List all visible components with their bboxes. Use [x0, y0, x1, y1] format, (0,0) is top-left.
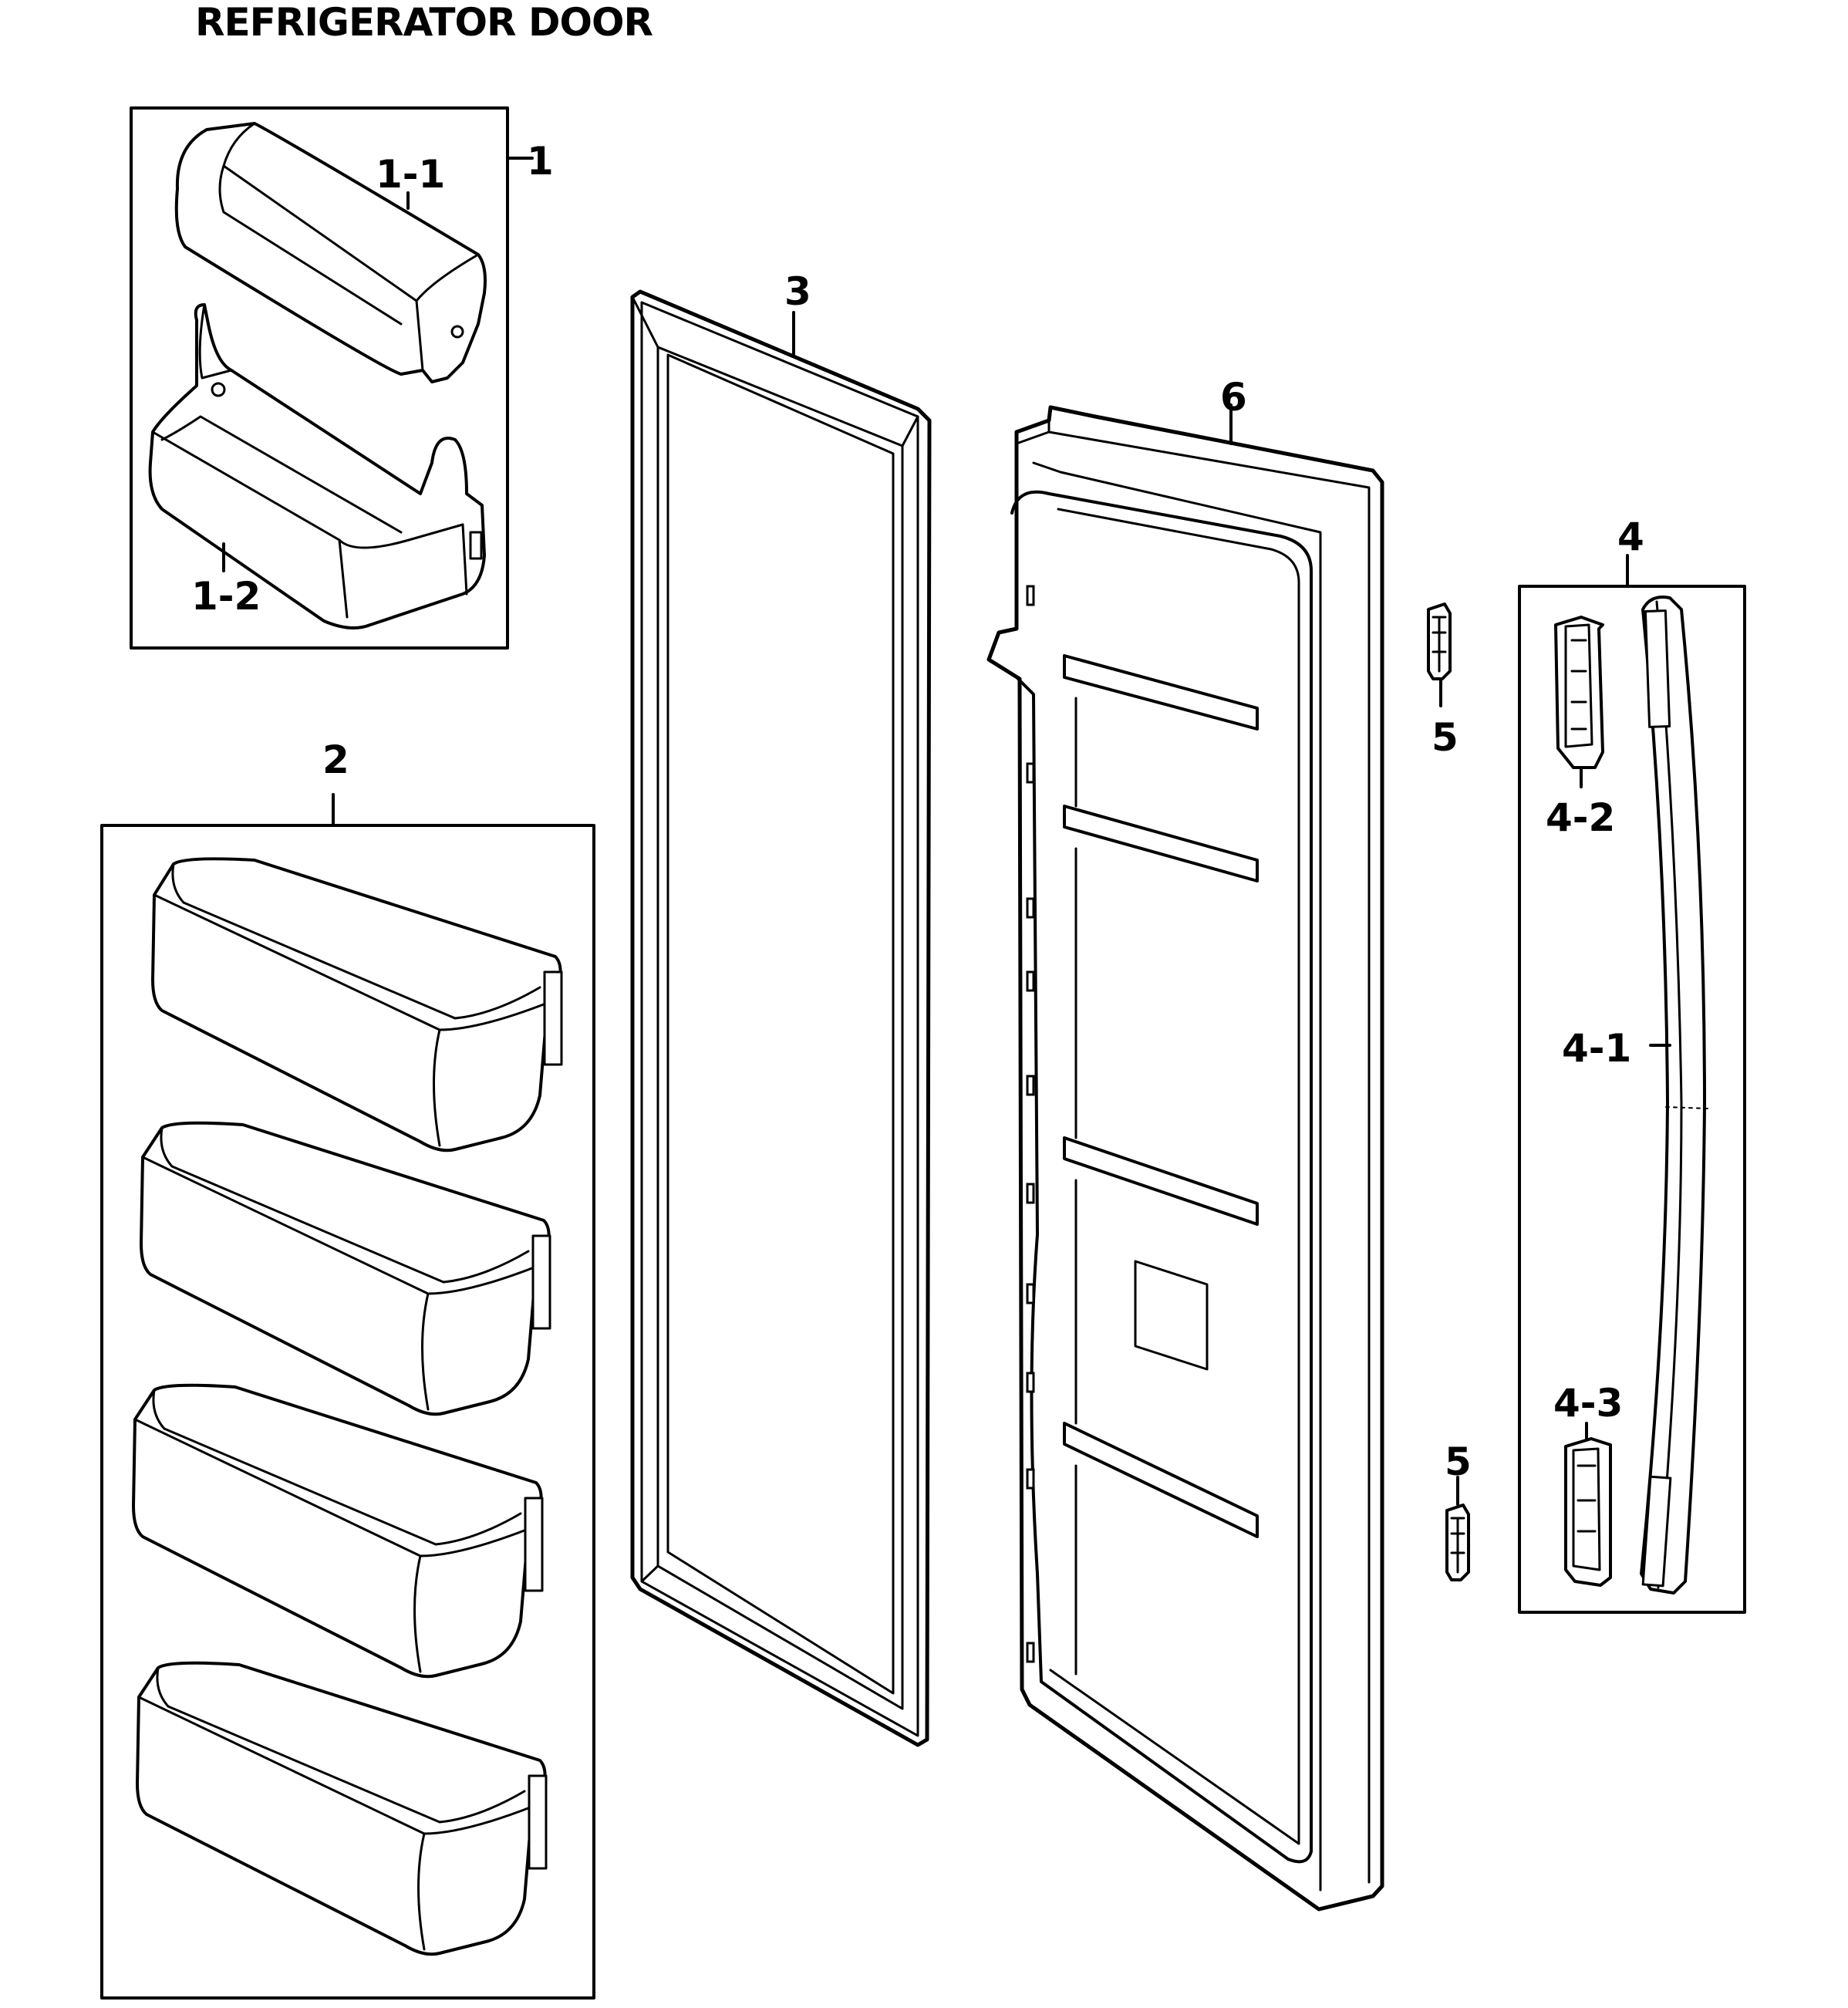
part-2-door-bin-b[interactable]: [140, 1121, 551, 1416]
callout-4-2: 4-2: [1546, 795, 1615, 840]
part-3-door-gasket[interactable]: [630, 289, 932, 1747]
callout-6: 6: [1220, 375, 1247, 420]
callout-1-2: 1-2: [191, 574, 261, 619]
part-6-door-liner[interactable]: [986, 403, 1384, 1912]
part-2-door-bin-c[interactable]: [132, 1383, 544, 1679]
callout-4-1: 4-1: [1562, 1026, 1631, 1071]
page-title: REFRIGERATOR DOOR: [195, 0, 653, 45]
callout-4-3: 4-3: [1553, 1381, 1623, 1426]
part-2-door-bin-a[interactable]: [151, 857, 563, 1152]
callout-1-1: 1-1: [376, 152, 445, 197]
part-4-3-handle-bottom-cap[interactable]: [1564, 1422, 1612, 1587]
part-5-top-clip[interactable]: [1427, 602, 1452, 707]
callout-4: 4: [1617, 515, 1644, 559]
callout-3: 3: [784, 269, 811, 314]
part-4-2-handle-top-cap[interactable]: [1554, 616, 1604, 788]
group-4-box: [1518, 554, 1746, 1614]
callout-2: 2: [322, 737, 349, 782]
part-2-door-bin-d[interactable]: [136, 1661, 548, 1956]
callout-5-top: 5: [1432, 715, 1459, 760]
group-2-box: [100, 793, 595, 2000]
callout-1: 1: [527, 139, 554, 184]
part-5-bottom-clip[interactable]: [1445, 1476, 1470, 1581]
part-4-1-handle[interactable]: [1640, 596, 1709, 1595]
part-1-1-bin-cover[interactable]: [174, 122, 487, 383]
part-1-2-door-bin[interactable]: [148, 303, 486, 629]
group-1-box: [130, 106, 534, 650]
callout-5-bottom: 5: [1445, 1439, 1472, 1484]
